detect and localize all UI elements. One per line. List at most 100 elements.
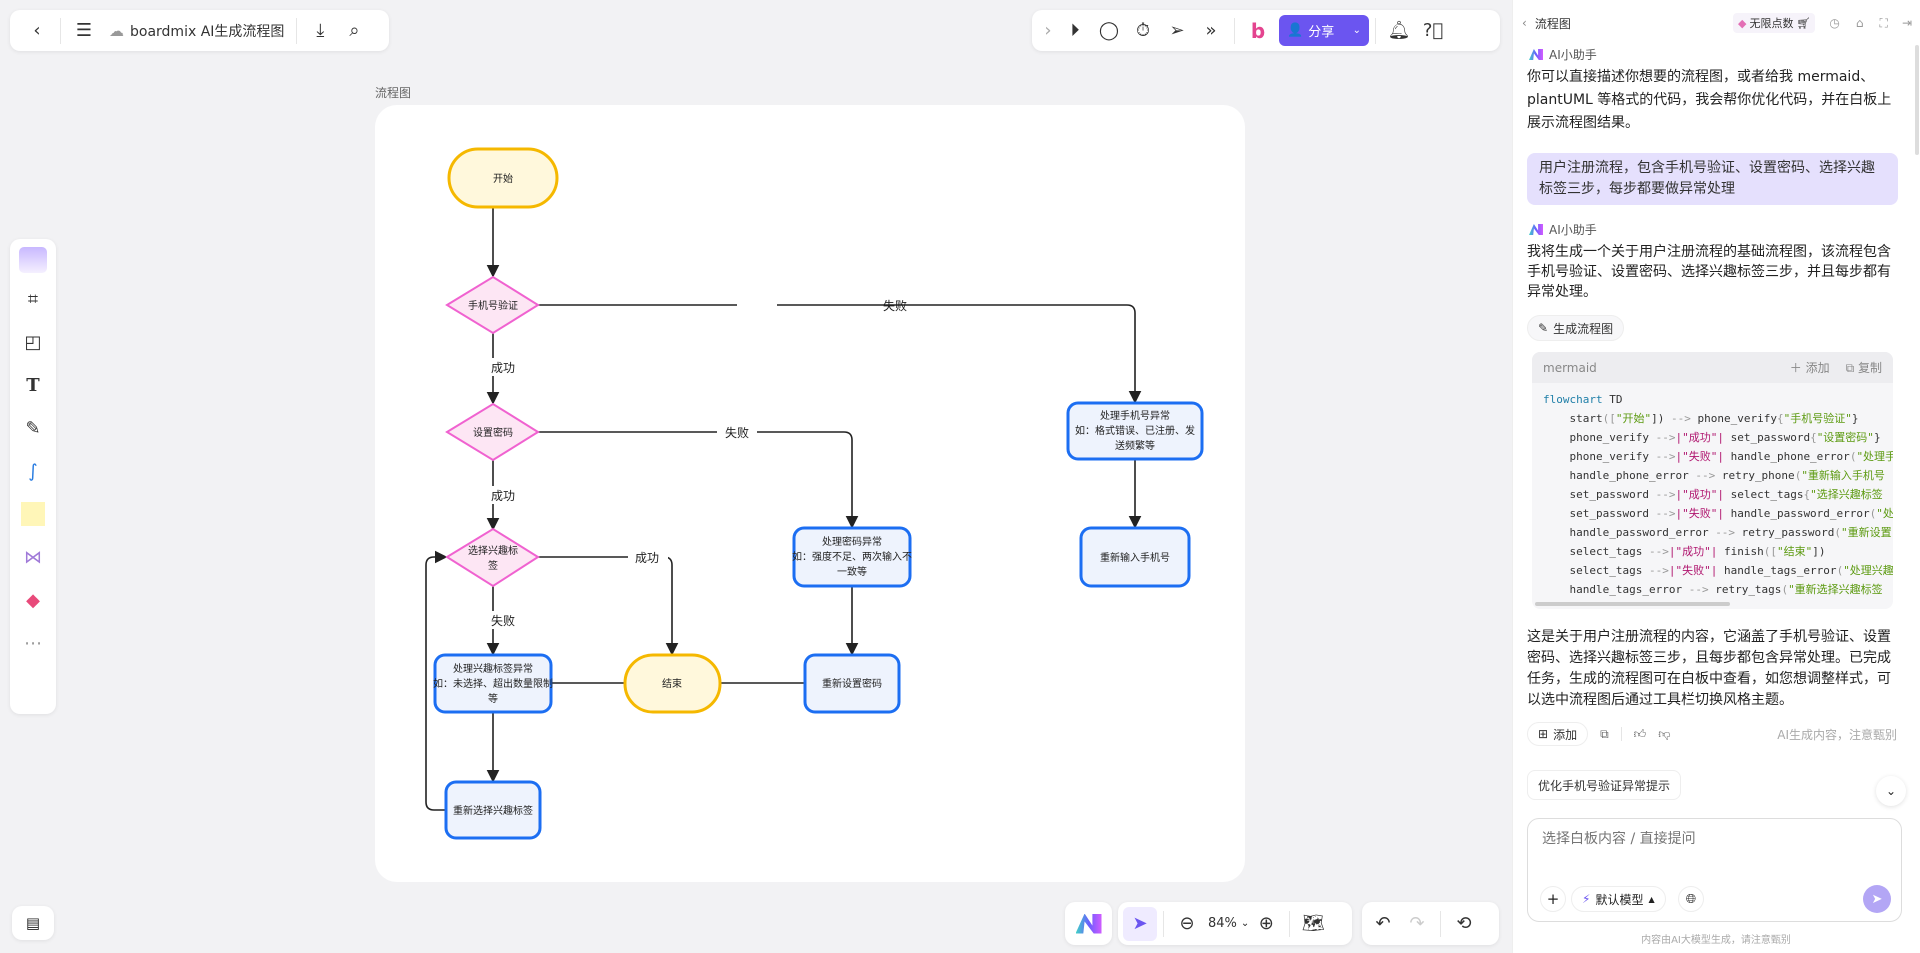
copy-icon[interactable]: ⧉ [1600,726,1609,741]
collapse-icon[interactable]: › [1044,20,1052,41]
node-select-tags[interactable] [445,527,540,588]
boardmix-logo-icon[interactable]: b [1250,18,1266,43]
thumbs-down-icon[interactable]: 👎︎ [1658,726,1671,741]
chevron-down-icon[interactable]: ⌄ [1240,918,1250,929]
code-line: set_password -->|"失败"| handle_password_e… [1543,507,1893,520]
redo-icon[interactable]: ↷ [1409,913,1425,934]
present-icon[interactable]: ⏵ [1070,20,1080,41]
chat-input-field[interactable] [1542,831,1882,847]
menu-icon[interactable]: ☰ [75,20,93,41]
text-icon[interactable]: T [26,374,40,396]
node-end[interactable] [623,653,722,714]
node-start[interactable] [447,147,559,209]
map-icon[interactable]: 🗺︎ [1301,913,1325,934]
pen-icon[interactable]: ✎ [25,417,41,439]
assistant-message: 你可以直接描述你想要的流程图，或者给我 mermaid、plantUML 等格式… [1527,69,1892,131]
chat-input[interactable]: + ⚡︎默认模型▲ 🌐︎ ➤ [1527,818,1902,922]
panel-header: ‹ 流程图 ◆无限点数🛒︎ ◷ ⌂ ⛶ ⇥ [1522,12,1912,34]
follow-cursor-icon[interactable]: ➢ [1169,20,1185,41]
edge-label: 失败 [883,298,907,313]
assistant-name: AI小助手 [1549,48,1597,62]
mindmap-icon[interactable]: ⋈ [24,546,42,568]
points-badge[interactable]: ◆无限点数🛒︎ [1732,13,1816,33]
node-phone-error[interactable] [1066,401,1204,461]
node-retry-tags[interactable] [444,780,542,840]
minimap-button[interactable]: ▤ [12,906,54,940]
node-retry-password[interactable] [803,653,901,714]
code-scrollbar[interactable] [1535,602,1730,606]
file-toolbar: ‹ ☰ ☁ boardmix AI生成流程图 ⤓ ⌕ [10,10,389,51]
send-button[interactable]: ➤ [1863,885,1891,913]
edge-password-error [538,431,859,529]
lightning-icon: ⚡︎ [1582,892,1591,906]
assistant-name: AI小助手 [1549,223,1597,237]
model-selector[interactable]: ⚡︎默认模型▲ [1571,886,1666,912]
node-text: 选择兴趣标 [468,544,518,557]
ai-logo-icon [1529,224,1543,235]
zoom-level[interactable]: 84% [1208,916,1237,931]
code-block: mermaid ＋ 添加 ⧉ 复制 flowchart TD start(["开… [1532,352,1893,609]
node-text: 处理手机号异常 [1100,409,1170,422]
zoom-out-icon[interactable]: ⊖ [1179,913,1195,934]
sticky-note-icon[interactable] [16,497,50,531]
node-tags-error[interactable] [433,653,553,714]
bell-icon[interactable]: 🔔︎ [1387,20,1411,41]
code-line: start(["开始"]) --> phone_verify{"手机号验证"} [1543,412,1859,425]
more-icon[interactable]: » [1205,20,1217,41]
add-board-icon: ⊞ [1538,727,1549,741]
code-line: phone_verify -->|"成功"| set_password{"设置密… [1543,431,1881,444]
copy-code-button[interactable]: ⧉ 复制 [1845,361,1882,375]
panel-scrollbar[interactable] [1915,45,1919,155]
archive-icon[interactable]: ⌂ [1855,16,1864,30]
node-set-password[interactable] [445,402,540,462]
web-search-button[interactable]: 🌐︎ [1678,886,1704,912]
frame-icon[interactable]: ⌗ [27,288,39,310]
node-password-error[interactable] [792,526,912,588]
assistant-tag: AI小助手 [1529,221,1597,238]
ai-assistant-button[interactable] [1065,902,1112,945]
thumbs-up-icon[interactable]: 👍︎ [1633,726,1647,741]
timer-icon[interactable]: ⏱ [1135,20,1151,41]
back-icon[interactable]: ‹ [1522,16,1527,30]
flowchart-frame[interactable] [375,105,1245,882]
panel-title: 流程图 [1534,16,1571,31]
node-phone-verify[interactable] [445,275,540,335]
undo-icon[interactable]: ↶ [1375,913,1391,934]
divider [296,17,298,44]
download-icon[interactable]: ⤓ [316,20,325,41]
scroll-down-button[interactable]: ⌄ [1876,776,1906,806]
add-to-board-button[interactable]: ⊞添加 [1527,722,1589,746]
divider [1289,910,1291,937]
attach-button[interactable]: + [1540,886,1566,912]
connector-icon[interactable]: ∫ [28,460,38,482]
history-icon[interactable]: ⟲ [1456,913,1472,934]
fullscreen-icon[interactable]: ⛶ [1879,15,1888,30]
back-icon[interactable]: ‹ [33,20,41,41]
edge-label: 成功 [635,551,659,565]
node-text: 结束 [662,677,682,690]
code-line: set_password -->|"成功"| select_tags{"选择兴趣… [1543,488,1883,501]
template-library-icon[interactable] [19,247,47,273]
select-tool-icon[interactable]: ➤ [1123,906,1157,941]
share-button[interactable]: 👤分享 ⌄ [1279,15,1369,46]
search-icon[interactable]: ⌕ [349,20,360,41]
history-toolbar: ↶ ↷ ⟲ [1362,902,1499,945]
zoom-in-icon[interactable]: ⊕ [1258,913,1274,934]
comment-icon[interactable]: ◯ [1098,20,1120,41]
user-message: 用户注册流程，包含手机号验证、设置密码、选择兴趣标签三步，每步都要做异常处理 [1527,153,1898,205]
generate-flowchart-button[interactable]: ✎生成流程图 [1527,315,1625,341]
collapse-panel-icon[interactable]: ⇥ [1901,16,1912,30]
collab-toolbar: › ⏵ ◯ ⏱ ➢ » b 👤分享 ⌄ 🔔︎ ?⃝ [1032,10,1500,51]
help-icon[interactable]: ?⃝ [1422,20,1444,41]
ai-image-icon[interactable]: ◆ [26,589,40,611]
node-retry-phone[interactable] [1079,526,1191,588]
add-code-button[interactable]: ＋ 添加 [1789,361,1830,375]
chevron-down-icon[interactable]: ⌄ [1352,25,1361,36]
suggestion-chip[interactable]: 优化手机号验证异常提示 [1527,770,1682,800]
history-icon[interactable]: ◷ [1829,16,1840,30]
code-line: phone_verify -->|"失败"| handle_phone_erro… [1543,450,1893,463]
more-tools-icon[interactable]: ⋯ [24,632,42,654]
document-title[interactable]: boardmix AI生成流程图 [130,23,285,40]
shape-icon[interactable]: ◰ [24,331,42,353]
node-text: 重新选择兴趣标签 [453,804,533,817]
